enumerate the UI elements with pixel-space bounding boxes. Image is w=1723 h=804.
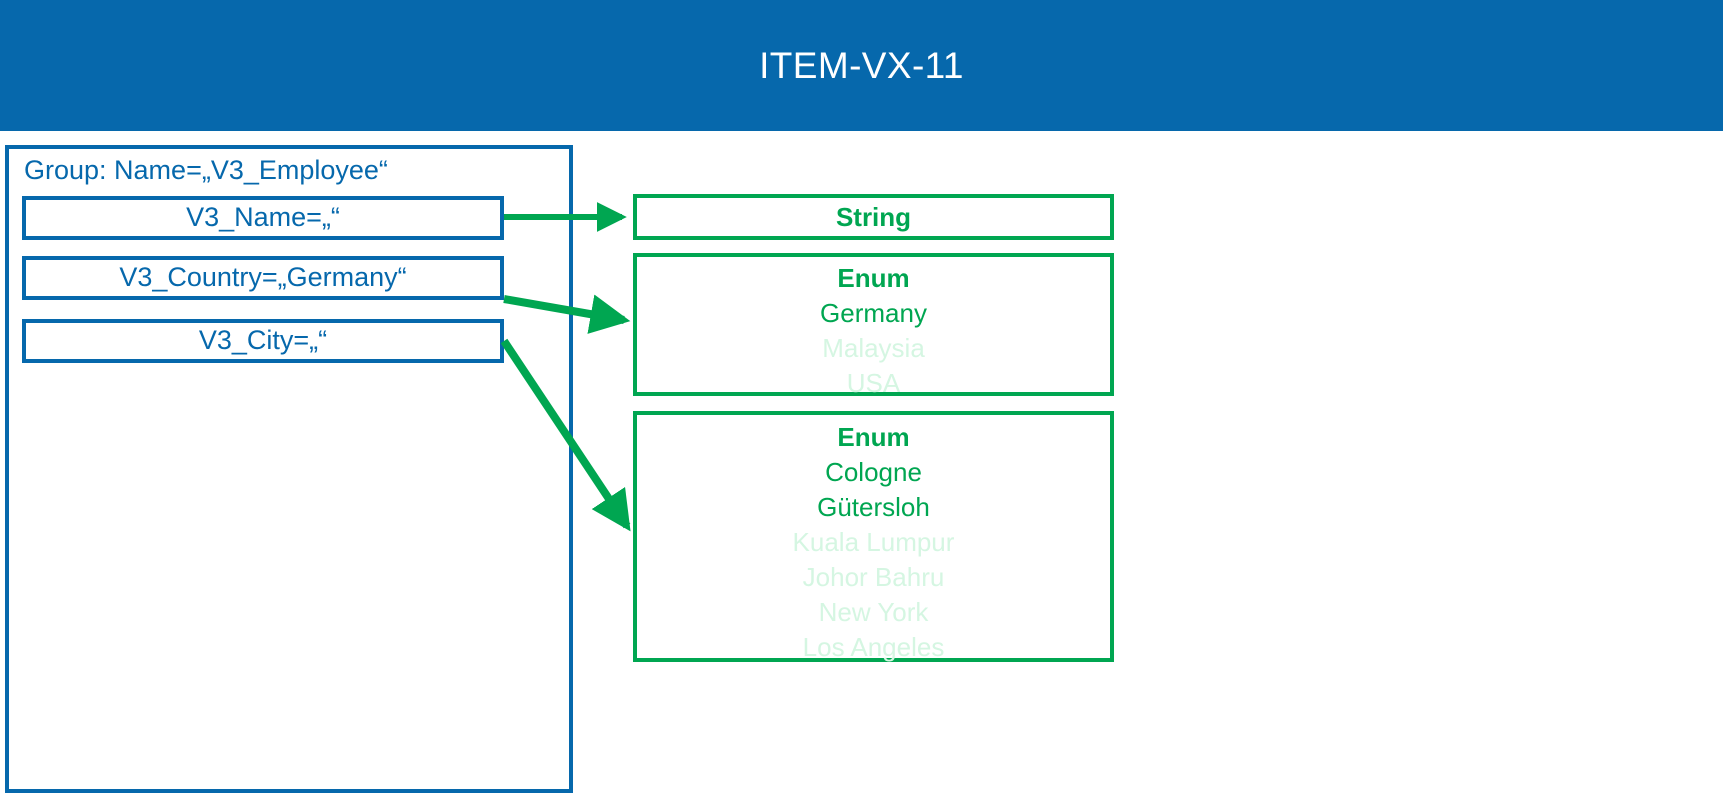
type-box-title-enum-country: Enum — [837, 263, 910, 293]
field-label-v3-city: V3_City=„“ — [198, 324, 328, 355]
enum-option-malaysia[interactable]: Malaysia — [822, 333, 925, 363]
enum-option-new-york[interactable]: New York — [818, 597, 929, 627]
enum-option-los-angeles[interactable]: Los Angeles — [802, 632, 945, 662]
enum-option-usa[interactable]: USA — [846, 368, 901, 398]
type-box-string[interactable]: String — [633, 194, 1114, 240]
type-box-title-enum-city: Enum — [837, 422, 910, 452]
field-label-v3-country: V3_Country=„Germany“ — [119, 261, 407, 292]
group-label: Group: Name=„V3_Employee“ — [24, 155, 388, 185]
enum-option-johor-bahru[interactable]: Johor Bahru — [802, 562, 945, 592]
field-box-v3-name[interactable]: V3_Name=„“ — [22, 196, 504, 240]
field-box-v3-country[interactable]: V3_Country=„Germany“ — [22, 256, 504, 300]
header-bar — [0, 0, 1723, 131]
type-box-title-string: String — [835, 201, 912, 232]
enum-option-germany[interactable]: Germany — [820, 298, 927, 328]
field-box-v3-city[interactable]: V3_City=„“ — [22, 319, 504, 363]
enum-option-kuala-lumpur[interactable]: Kuala Lumpur — [792, 527, 955, 557]
enum-option-cologne[interactable]: Cologne — [825, 457, 922, 487]
type-box-enum-country[interactable]: Enum Germany Malaysia USA — [633, 253, 1114, 398]
field-label-v3-name: V3_Name=„“ — [186, 201, 340, 232]
page-title: ITEM-VX-11 — [759, 44, 964, 86]
type-box-enum-city[interactable]: Enum Cologne Gütersloh Kuala Lumpur Joho… — [633, 411, 1114, 662]
group-panel — [5, 145, 573, 793]
enum-option-guetersloh[interactable]: Gütersloh — [817, 492, 930, 522]
